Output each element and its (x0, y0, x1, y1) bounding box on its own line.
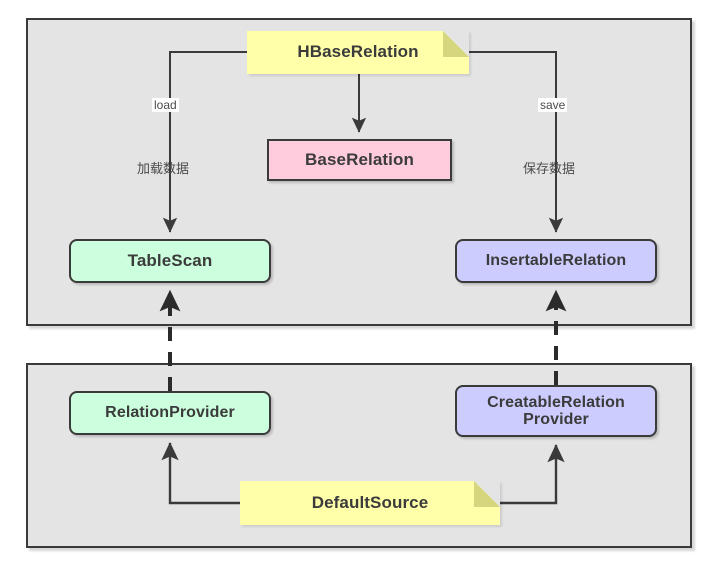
node-label-insertable-relation: InsertableRelation (485, 252, 627, 270)
node-relation-provider[interactable]: RelationProvider (69, 391, 271, 435)
node-label-creatable-relation-provider: CreatableRelation Provider (487, 394, 625, 429)
node-label-line-2: Provider (523, 411, 589, 428)
note-body (247, 31, 469, 74)
node-label-line-1: CreatableRelation (487, 393, 625, 411)
node-default-source[interactable]: DefaultSource (240, 481, 500, 525)
node-label-hbase-relation: HBaseRelation (297, 42, 419, 62)
edge-label-save-chinese: 保存数据 (523, 161, 576, 176)
note-body (240, 481, 500, 525)
node-label-base-relation: BaseRelation (305, 149, 414, 169)
edge-label-load: load (152, 98, 179, 112)
node-table-scan[interactable]: TableScan (69, 239, 271, 283)
edge-label-load-chinese: 加载数据 (137, 161, 190, 176)
node-creatable-relation-provider[interactable]: CreatableRelation Provider (455, 385, 657, 437)
node-hbase-relation[interactable]: HBaseRelation (247, 31, 469, 74)
node-label-relation-provider: RelationProvider (105, 404, 235, 422)
folded-corner-icon (443, 31, 469, 57)
node-label-default-source: DefaultSource (311, 492, 429, 512)
node-label-table-scan: TableScan (127, 250, 213, 270)
node-insertable-relation[interactable]: InsertableRelation (455, 239, 657, 283)
edge-label-save: save (538, 98, 568, 112)
node-base-relation[interactable]: BaseRelation (267, 139, 452, 181)
folded-corner-icon (474, 481, 500, 507)
